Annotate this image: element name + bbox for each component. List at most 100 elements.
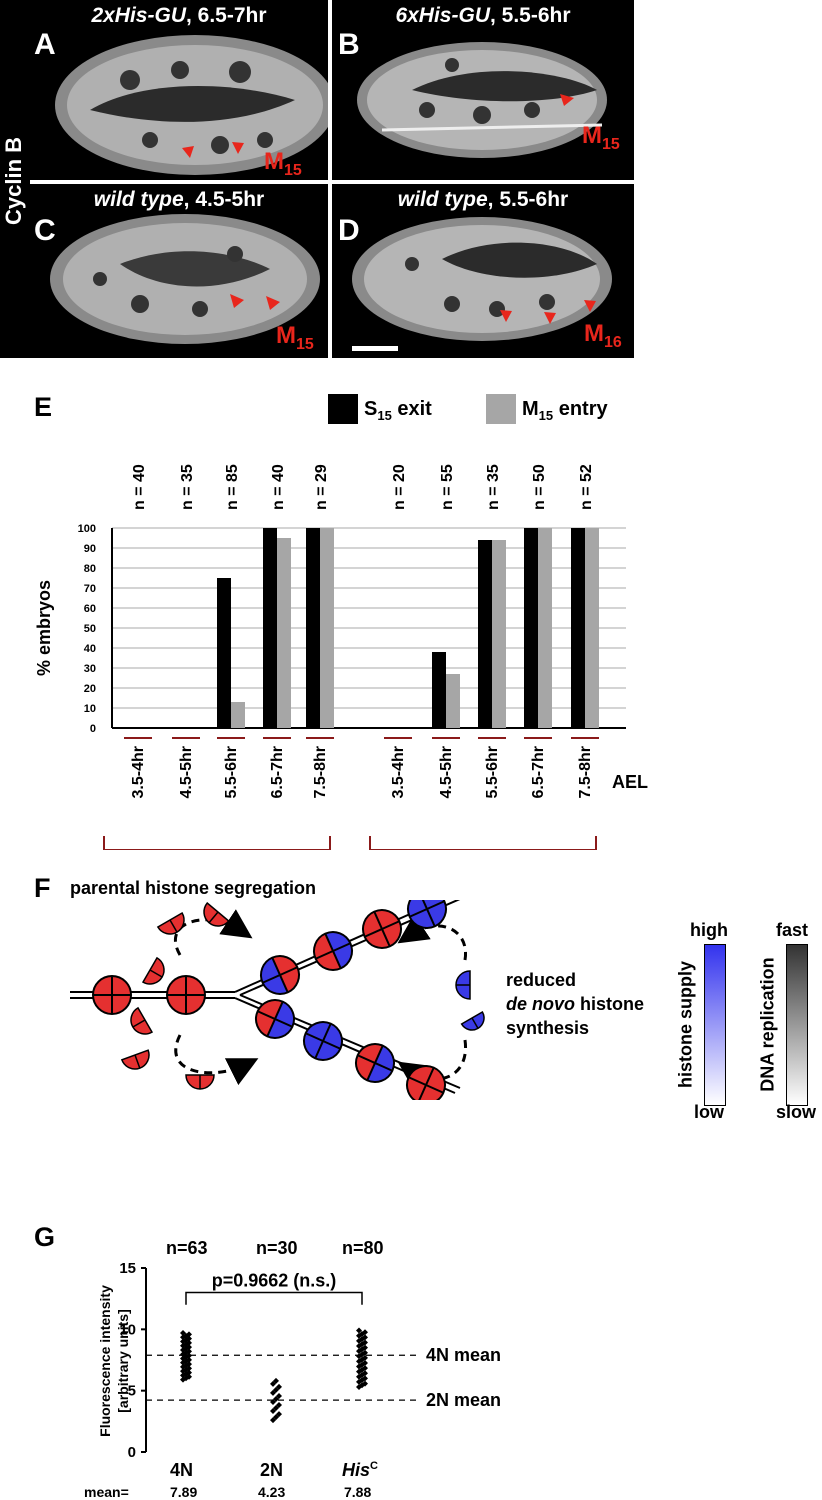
y-tick-label: 10 <box>84 703 96 715</box>
free-parental-histone <box>120 1049 150 1070</box>
y-tick-label: 40 <box>84 643 96 655</box>
nucleosome-parental <box>362 909 402 949</box>
data-point <box>276 1402 282 1409</box>
n-count-label: n = 52 <box>578 464 595 510</box>
data-point <box>362 1375 368 1382</box>
panel-d-mitosis-label: M16 <box>584 320 622 351</box>
data-point <box>359 1372 365 1379</box>
mean-label: mean= <box>84 1484 129 1500</box>
embryo-image-a <box>55 35 328 175</box>
data-point <box>270 1417 276 1424</box>
data-point <box>186 1344 192 1351</box>
y-tick-label: 20 <box>84 683 96 695</box>
y-tick-label: 90 <box>84 543 96 555</box>
data-point <box>180 1346 186 1353</box>
data-point <box>356 1358 362 1365</box>
x-tick-label: 5.5-6hr <box>484 746 501 798</box>
micrograph-panel-a: 2xHis-GU, 6.5-7hr A M15 <box>30 0 328 180</box>
n-count-label: n = 29 <box>313 464 330 510</box>
bar-s15-exit <box>478 540 492 728</box>
data-point <box>359 1330 365 1337</box>
data-point <box>356 1378 362 1385</box>
data-point <box>183 1358 189 1365</box>
bar-m15-entry <box>231 702 245 728</box>
histone-supply-low: low <box>694 1102 724 1122</box>
panel-a-letter: A <box>34 28 56 61</box>
embryo-image-c <box>50 214 320 344</box>
legend-label-s15: S15 exit <box>364 398 432 423</box>
data-point <box>180 1330 186 1337</box>
data-point <box>270 1380 276 1387</box>
panel-b-letter: B <box>338 28 360 61</box>
x-tick-label: 4.5-5hr <box>178 746 195 798</box>
reduced-text: reduced <box>506 970 577 990</box>
n-count-label: n = 20 <box>391 464 408 510</box>
bar-m15-entry <box>320 528 334 728</box>
x-tick-label: 6.5-7hr <box>269 746 286 798</box>
de-novo-text: de novo histone <box>506 994 645 1014</box>
panel-a-mitosis-label: M15 <box>264 148 302 179</box>
data-point <box>270 1398 276 1405</box>
x-tick-label: 7.5-8hr <box>577 746 594 798</box>
y-tick-label: 0 <box>90 723 96 735</box>
data-point <box>359 1382 365 1389</box>
data-point <box>180 1334 186 1341</box>
data-point <box>276 1392 282 1399</box>
data-point <box>362 1380 368 1387</box>
panel-d-letter: D <box>338 214 360 247</box>
mean-value-2n: 4.23 <box>258 1484 286 1500</box>
y-tick-label: 60 <box>84 603 96 615</box>
group-bracket <box>369 836 597 850</box>
data-point <box>273 1386 279 1393</box>
free-parental-histone <box>203 901 230 927</box>
scale-bar <box>352 346 398 351</box>
free-parental-histone <box>185 1074 215 1090</box>
embryo-image-d <box>352 217 612 351</box>
histone-supply-label: histone supply <box>675 961 696 1089</box>
nucleosome-hybrid <box>355 1043 395 1083</box>
bar-m15-entry <box>446 674 460 728</box>
data-point <box>273 1405 279 1412</box>
group-label-his: HisC <box>342 1460 378 1480</box>
n-label-his: n=80 <box>342 1238 384 1258</box>
data-point <box>180 1368 186 1375</box>
data-point <box>362 1365 368 1372</box>
mean-value-his: 7.88 <box>344 1484 372 1500</box>
bar-s15-exit <box>524 528 538 728</box>
nucleosome-parental <box>166 975 206 1015</box>
nucleosome-hybrid <box>260 955 300 995</box>
data-point <box>180 1372 186 1379</box>
p-value-label: p=0.9662 (n.s.) <box>212 1271 337 1291</box>
group-bracket <box>103 836 331 850</box>
data-point <box>183 1341 189 1348</box>
mean-line-label-2n: 2N mean <box>426 1390 501 1410</box>
data-point <box>356 1368 362 1375</box>
mean-line-label-4n: 4N mean <box>426 1345 501 1365</box>
bar-m15-entry <box>277 538 291 728</box>
panel-c-letter: C <box>34 214 56 247</box>
y-axis-label: % embryos <box>34 580 54 676</box>
dashed-arrow-top-left <box>173 909 253 956</box>
embryo-image-b <box>357 42 607 158</box>
n-count-label: n = 55 <box>439 464 456 510</box>
bar-s15-exit <box>217 578 231 728</box>
n-label-2n: n=30 <box>256 1238 298 1258</box>
x-tick-label: 6.5-7hr <box>530 746 547 798</box>
data-point <box>359 1361 365 1368</box>
legend-swatch-black <box>328 394 358 424</box>
x-tick-label: 4.5-5hr <box>438 746 455 798</box>
panel-d-title: wild type, 5.5-6hr <box>397 188 569 211</box>
nucleosome-hybrid <box>255 999 295 1039</box>
cyclin-b-side-label: Cyclin B <box>1 136 26 226</box>
data-point <box>356 1327 362 1334</box>
nucleosome-new <box>407 900 447 929</box>
panel-f-title: parental histone segregation <box>70 878 317 898</box>
x-axis-suffix: AEL <box>612 772 648 792</box>
legend-swatch-grey <box>486 394 516 424</box>
data-point <box>356 1337 362 1344</box>
y-tick-label: 10 <box>119 1321 136 1338</box>
data-point <box>273 1395 279 1402</box>
side-label-background <box>0 0 30 358</box>
nucleosome-hybrid <box>313 931 353 971</box>
